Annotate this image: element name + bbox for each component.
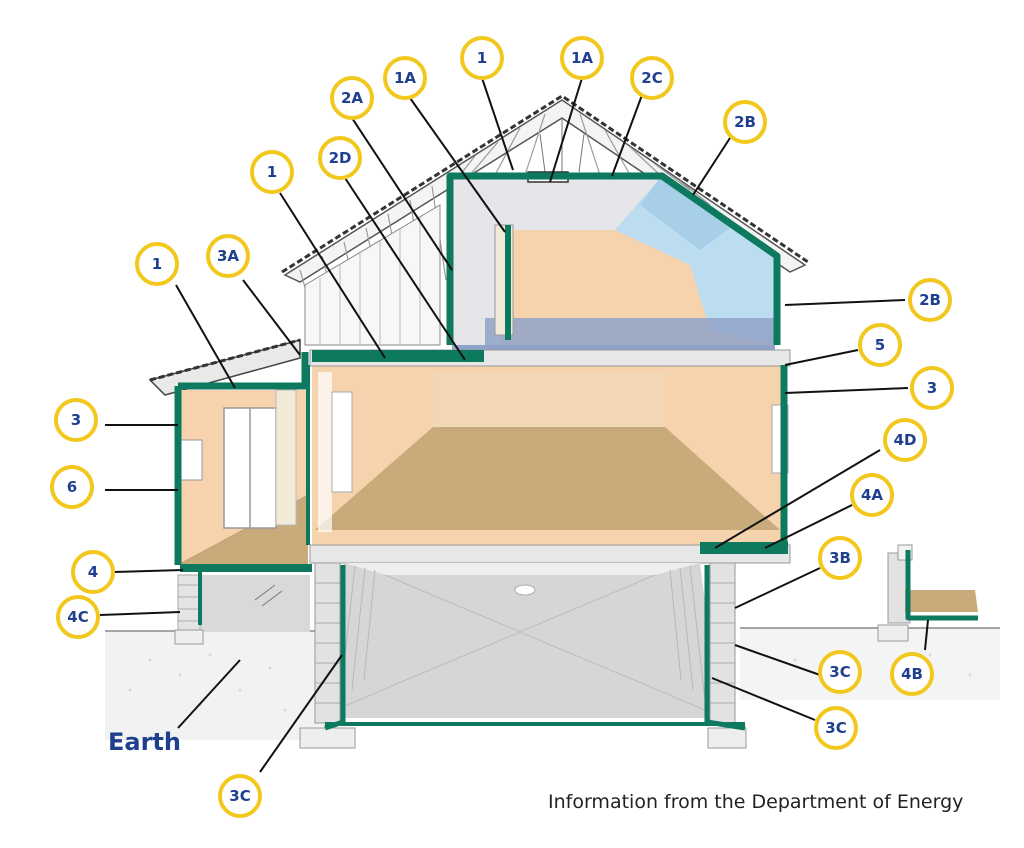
callout-1a-right: 1A xyxy=(560,36,604,80)
callout-1-left: 1 xyxy=(135,242,179,286)
callout-label: 3 xyxy=(927,379,937,397)
source-credit: Information from the Department of Energ… xyxy=(548,791,963,813)
attic-envelope-insulation xyxy=(446,172,781,345)
insulation-layers xyxy=(174,172,978,731)
slab-edge-insulation xyxy=(905,550,978,621)
callout-4b: 4B xyxy=(890,652,934,696)
callout-4: 4 xyxy=(71,550,115,594)
callout-label: 5 xyxy=(875,336,885,354)
callout-1-mid: 1 xyxy=(250,150,294,194)
callout-label: 2D xyxy=(329,149,352,167)
callouts: 1 1A 1A 2C 2A 2B 2D 1 xyxy=(50,36,954,818)
callout-6: 6 xyxy=(50,465,94,509)
callout-3a: 3A xyxy=(206,234,250,278)
callout-5: 5 xyxy=(858,323,902,367)
callout-label: 3 xyxy=(71,411,81,429)
callout-label: 1A xyxy=(394,69,416,87)
side-wing xyxy=(148,338,310,645)
callout-3c-right-lower: 3C xyxy=(814,706,858,750)
callout-label: 1A xyxy=(571,49,593,67)
basement xyxy=(299,562,747,749)
slab-detail xyxy=(877,544,978,642)
callout-1-top: 1 xyxy=(460,36,504,80)
callout-2d: 2D xyxy=(318,136,362,180)
callout-label: 1 xyxy=(267,163,277,181)
callout-label: 2A xyxy=(341,89,363,107)
callout-4c: 4C xyxy=(56,595,100,639)
callout-label: 4 xyxy=(88,563,98,581)
callout-label: 3C xyxy=(825,719,846,737)
callout-label: 3C xyxy=(229,787,250,805)
callout-4a: 4A xyxy=(850,473,894,517)
callout-label: 4C xyxy=(67,608,88,626)
callout-label: 2C xyxy=(641,69,662,87)
callout-3c-bottom: 3C xyxy=(218,774,262,818)
main-floor xyxy=(309,349,791,564)
callout-label: 2B xyxy=(919,291,941,309)
callout-2c: 2C xyxy=(630,56,674,100)
leader-lines xyxy=(99,77,929,773)
main-roof xyxy=(281,94,809,346)
callout-3-right: 3 xyxy=(910,366,954,410)
callout-label: 1 xyxy=(152,255,162,273)
callout-label: 6 xyxy=(67,478,77,496)
callout-2b-roof: 2B xyxy=(723,100,767,144)
callout-label: 3C xyxy=(829,663,850,681)
callout-3c-right-upper: 3C xyxy=(818,650,862,694)
callout-3b: 3B xyxy=(818,536,862,580)
callout-label: 3A xyxy=(217,247,239,265)
callout-3-left: 3 xyxy=(54,398,98,442)
callout-label: 1 xyxy=(477,49,487,67)
callout-2a: 2A xyxy=(330,76,374,120)
callout-label: 4A xyxy=(861,486,883,504)
callout-2b-wall: 2B xyxy=(908,278,952,322)
callout-label: 4D xyxy=(894,431,917,449)
callout-label: 4B xyxy=(901,665,923,683)
callout-4d: 4D xyxy=(883,418,927,462)
callout-label: 2B xyxy=(734,113,756,131)
callout-label: 3B xyxy=(829,549,851,567)
attic-room xyxy=(452,171,775,352)
callout-1a-left: 1A xyxy=(383,56,427,100)
earth-label: Earth xyxy=(108,728,181,756)
side-wing-ceiling-insulation xyxy=(178,352,309,390)
